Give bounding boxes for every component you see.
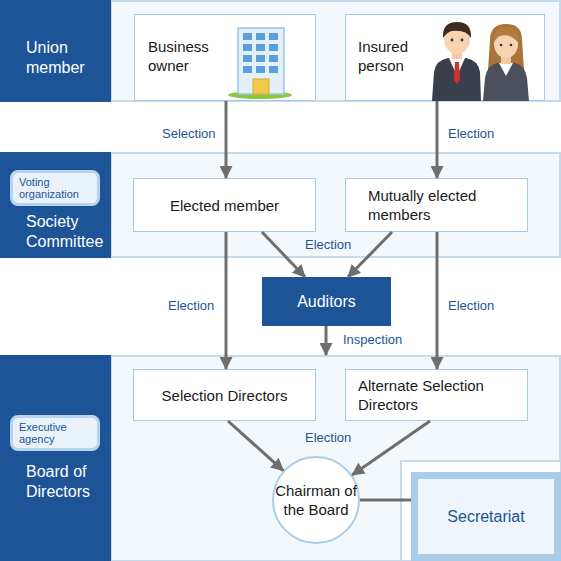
node-text: Chairman of the Board <box>272 481 360 519</box>
window <box>243 33 252 40</box>
circle-outline <box>272 456 360 544</box>
eye <box>461 39 464 42</box>
process-box: Mutually elected members <box>345 178 528 232</box>
band-label-block <box>0 355 111 561</box>
door <box>253 79 269 94</box>
node-text: Auditors <box>297 292 356 311</box>
process-box: Elected member <box>133 178 316 232</box>
secretariat-panel <box>401 461 561 561</box>
band-label-block <box>0 0 111 102</box>
suit <box>483 63 529 101</box>
circle-shape <box>273 457 359 543</box>
process-box: Alternate Selection Directors <box>345 369 528 421</box>
band-panel <box>111 356 560 561</box>
band-panel <box>111 153 560 257</box>
connector-arrow <box>436 101 439 178</box>
hair <box>443 22 471 38</box>
node-text: Voting organization <box>19 176 95 200</box>
shirt <box>449 58 465 76</box>
eye <box>510 44 513 47</box>
face <box>494 30 518 58</box>
node-text: Secretariat <box>447 507 524 526</box>
connector-arrow <box>352 421 430 475</box>
connector-arrow <box>436 232 439 369</box>
window <box>256 44 265 51</box>
node-text: Insured person <box>358 37 448 75</box>
node-text: Selection Directors <box>162 386 288 405</box>
window <box>243 66 252 73</box>
building-windows <box>243 33 278 73</box>
auditor-box: Auditors <box>262 277 391 326</box>
window <box>269 55 278 62</box>
edge-label: Election <box>168 298 214 313</box>
band-label-block <box>0 152 111 258</box>
face <box>444 24 470 54</box>
window <box>269 44 278 51</box>
connector-arrow <box>262 232 305 277</box>
edge-label: Inspection <box>343 332 402 347</box>
tie <box>454 62 460 84</box>
connector-arrow <box>325 326 328 355</box>
window <box>269 33 278 40</box>
band-panel <box>111 1 560 101</box>
hair <box>493 27 519 44</box>
window <box>243 55 252 62</box>
window <box>256 66 265 73</box>
neck <box>501 54 511 64</box>
grass <box>228 91 292 99</box>
node-text: Executive agency <box>19 421 95 445</box>
member-band: Union member Business owner Insured person <box>0 0 561 102</box>
node-text: Union member <box>26 38 106 78</box>
edge-label: Election <box>305 430 351 445</box>
edge-label: Election <box>305 237 351 252</box>
node-text: Business owner <box>148 37 238 75</box>
connector-arrow <box>360 499 411 502</box>
node-text: Society Committee <box>26 212 106 252</box>
committee-band: Society Committee Voting organizationElec… <box>0 152 561 258</box>
member-box: Business owner <box>134 14 316 101</box>
secretariat-box: Secretariat <box>411 472 561 561</box>
window <box>269 66 278 73</box>
node-text: Board of Directors <box>26 462 106 502</box>
connector-arrow <box>225 232 228 369</box>
blouse <box>499 63 513 76</box>
edge-label: Selection <box>162 126 215 141</box>
window <box>243 44 252 51</box>
hair-back <box>488 24 524 70</box>
woman-illustration <box>483 24 529 101</box>
connector-arrow <box>228 421 283 471</box>
suit <box>432 58 481 101</box>
window <box>256 55 265 62</box>
window <box>256 33 265 40</box>
connector-arrow <box>225 101 228 178</box>
building-body <box>238 28 284 94</box>
node-text: Mutually elected members <box>368 186 518 224</box>
member-box: Insured person <box>345 14 545 101</box>
edge-label: Election <box>448 298 494 313</box>
node-text: Alternate Selection Directors <box>358 376 508 414</box>
connector-arrow <box>348 232 392 277</box>
process-box: Selection Directors <box>133 369 316 421</box>
eye <box>451 39 454 42</box>
neck <box>452 50 462 59</box>
chairman-circle: Chairman of the Board <box>272 456 360 544</box>
board-band: Board of Directors Executive agency Select… <box>0 355 561 561</box>
eye <box>500 44 503 47</box>
category-badge: Voting organization <box>10 170 100 206</box>
category-badge: Executive agency <box>10 415 100 451</box>
node-text: Elected member <box>170 196 279 215</box>
building-illustration <box>228 28 292 99</box>
man-illustration <box>432 22 481 101</box>
edge-label: Election <box>448 126 494 141</box>
